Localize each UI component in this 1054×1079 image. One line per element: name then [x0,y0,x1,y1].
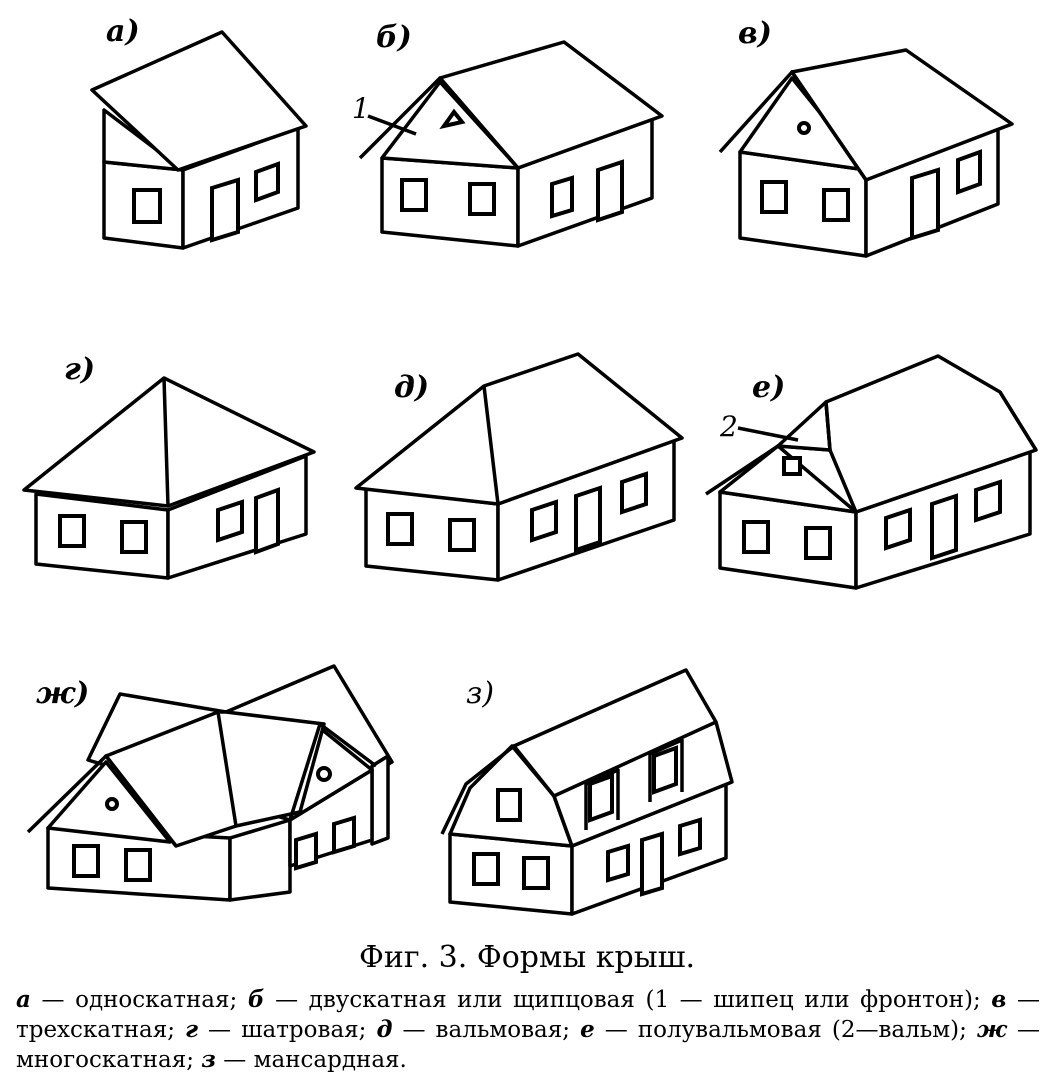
legend-key-g: г [185,1016,199,1043]
legend-text-g: — шатровая; [198,1017,377,1043]
legend-key-v: в [991,986,1007,1013]
house-d-hip [354,352,684,582]
house-v-three-pitched [718,48,1014,258]
figure-caption: Фиг. 3. Формы крыш. [358,940,696,975]
roof-forms-figure: а) б) в) г) д) е) ж) з) 1 2 [22,14,1038,916]
label-b: б) [376,20,412,55]
house-e-half-hip [705,354,1038,590]
house-b-gable [358,40,664,248]
label-v: в) [738,16,772,51]
legend-key-a: а [16,986,31,1013]
legend-text-d: — вальмовая; [392,1017,581,1043]
figure-legend: а — односкатная; б — двускатная или щипц… [16,985,1040,1075]
house-g-tent [22,376,316,580]
legend-key-d: д [376,1016,393,1043]
legend-key-b: б [247,986,265,1013]
legend-text-z: — мансардная. [215,1047,407,1073]
legend-text-a: — односкатная; [30,987,248,1013]
label-a: а) [106,14,140,49]
legend-key-zh: ж [976,1016,1007,1043]
house-a-lean-to [90,30,308,250]
house-zh-multi-pitched [26,664,394,902]
legend-text-b: — двускатная или щипцовая (1 — шипец или… [264,987,992,1013]
label-z: з) [466,676,495,711]
legend-text-e: — полувальмовая (2—вальм); [594,1017,977,1043]
legend-key-z: з [201,1046,216,1073]
label-g: г) [64,352,96,387]
legend-text-v: — трехскатная; [16,987,1040,1043]
label-d: д) [394,370,430,405]
legend-text-zh: — многоскатная; [16,1017,1040,1073]
legend-key-e: е [580,1016,595,1043]
house-z-mansard [440,668,734,916]
label-e: е) [752,370,786,405]
callout-2: 2 [720,410,738,443]
houses-drawing [22,30,1038,916]
callout-1: 1 [352,92,370,125]
label-zh: ж) [36,676,90,711]
